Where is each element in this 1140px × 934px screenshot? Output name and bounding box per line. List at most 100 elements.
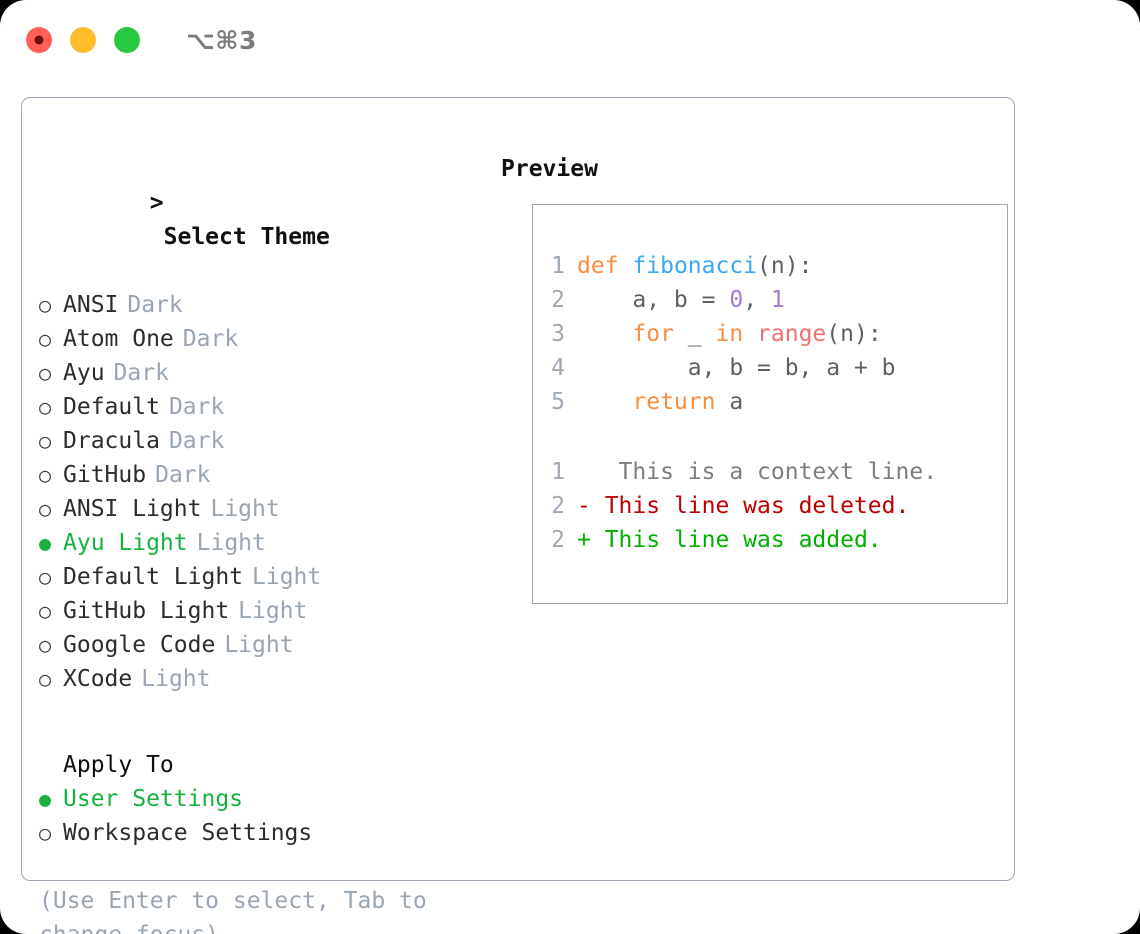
theme-option-ayu-light[interactable]: ● Ayu Light Light — [39, 526, 489, 560]
theme-option-label: Default — [63, 394, 160, 420]
radio-unselected-icon: ○ — [39, 633, 52, 657]
code-token — [577, 321, 632, 347]
diff-line: 2 + This line was added. — [550, 523, 937, 557]
diff-text: This is a context line. — [590, 459, 938, 485]
theme-option-variant-tag: Dark — [127, 292, 183, 318]
radio-unselected-icon: ○ — [39, 395, 52, 419]
maximize-button[interactable] — [114, 27, 140, 53]
theme-option-variant-tag: Light — [238, 598, 308, 624]
diff-text: This line was added. — [590, 527, 882, 553]
code-token: in — [715, 321, 744, 347]
theme-option-variant-tag: Light — [141, 666, 211, 692]
keyboard-hint: (Use Enter to select, Tab to change focu… — [39, 888, 427, 934]
code-token: (n): — [757, 253, 813, 279]
diff-marker: - — [577, 493, 591, 519]
close-button[interactable] — [26, 27, 52, 53]
theme-option-label: XCode — [63, 666, 133, 692]
code-token: (n): — [826, 321, 882, 347]
diff-marker — [577, 459, 591, 485]
code-token: 0 — [729, 287, 744, 313]
code-line-number: 2 — [551, 287, 565, 313]
code-line-number: 4 — [551, 355, 565, 381]
theme-option-label: Atom One — [63, 326, 174, 352]
code-token: 1 — [770, 287, 785, 313]
theme-option-variant-tag: Dark — [182, 326, 239, 352]
select-theme-label — [150, 224, 164, 250]
radio-unselected-icon: ○ — [39, 361, 52, 385]
theme-option-google-code[interactable]: ○ Google Code Light — [39, 628, 489, 662]
apply-to-list: ●User Settings ○ Workspace Settings — [39, 782, 489, 850]
theme-option-variant-tag: Light — [210, 496, 280, 522]
code-line: 4 a, b = b, a + b — [550, 351, 895, 385]
code-token: _ — [673, 321, 716, 347]
diff-line: 2- This line was deleted. — [550, 489, 937, 523]
code-line: 2 a, b = 0, 1 — [550, 283, 896, 317]
select-theme-title: Select Theme — [163, 224, 330, 250]
theme-option-label: Ayu Light — [63, 530, 188, 556]
radio-unselected-icon: ○ — [39, 821, 52, 845]
traffic-lights — [26, 27, 140, 53]
theme-option-default-light[interactable]: ○ Default Light Light — [39, 560, 489, 594]
code-token — [619, 253, 633, 279]
code-token: range — [757, 321, 827, 347]
theme-option-variant-tag: Dark — [113, 360, 169, 386]
theme-option-label: GitHub Light — [63, 598, 230, 624]
selection-caret-icon: > — [149, 190, 164, 216]
window-title: ⌥⌘3 — [186, 25, 257, 55]
theme-option-label: Google Code — [63, 632, 216, 658]
code-token: return — [632, 389, 716, 415]
apply-to-heading: Apply To — [63, 752, 174, 778]
theme-option-label: Default Light — [63, 564, 244, 590]
code-token: a, b = — [577, 287, 730, 313]
theme-option-label: ANSI Light — [63, 496, 202, 522]
radio-unselected-icon: ○ — [39, 497, 52, 521]
apply-to-option-label: Workspace Settings — [63, 820, 313, 846]
apply-to-option-workspace-settings[interactable]: ○ Workspace Settings — [39, 816, 489, 850]
radio-unselected-icon: ○ — [39, 565, 52, 589]
diff-line-number: 2 — [551, 493, 565, 519]
radio-selected-icon: ● — [39, 531, 52, 555]
theme-option-github-light[interactable]: ○ GitHub Light Light — [39, 594, 489, 628]
code-token: a — [715, 389, 744, 415]
radio-unselected-icon: ○ — [39, 599, 52, 623]
title-bar: ⌥⌘3 — [0, 0, 1140, 80]
minimize-button[interactable] — [70, 27, 96, 53]
code-token: def — [577, 253, 619, 279]
apply-to-section: Apply To ●User Settings ○ Workspace Settin… — [39, 748, 489, 850]
diff-line-number: 2 — [551, 527, 565, 553]
theme-option-label: Dracula — [63, 428, 160, 454]
theme-option-variant-tag: Light — [196, 530, 266, 556]
code-line: 3 for _ in range(n): — [550, 317, 896, 351]
theme-option-atom-one[interactable]: ○ Atom One Dark — [39, 322, 489, 356]
theme-option-label: GitHub — [63, 462, 147, 488]
diff-line-number: 1 — [551, 459, 565, 485]
theme-option-variant-tag: Dark — [168, 428, 225, 454]
code-token: for — [632, 321, 674, 347]
theme-option-xcode[interactable]: ○ XCode Light — [39, 662, 489, 696]
preview-heading: Preview — [501, 156, 598, 182]
radio-unselected-icon: ○ — [39, 327, 52, 351]
theme-option-variant-tag: Light — [252, 564, 322, 590]
radio-selected-icon: ● — [39, 787, 52, 811]
code-token — [577, 389, 632, 415]
diff-marker: + — [577, 527, 591, 553]
code-line: 5 return a — [550, 385, 896, 419]
code-token: , — [743, 287, 771, 313]
apply-to-option-user-settings[interactable]: ●User Settings — [39, 782, 489, 816]
theme-option-variant-tag: Light — [224, 632, 294, 658]
theme-option-ansi-light[interactable]: ○ ANSI Light Light — [39, 492, 489, 526]
code-token: fibonacci — [632, 253, 758, 279]
radio-unselected-icon: ○ — [39, 667, 52, 691]
